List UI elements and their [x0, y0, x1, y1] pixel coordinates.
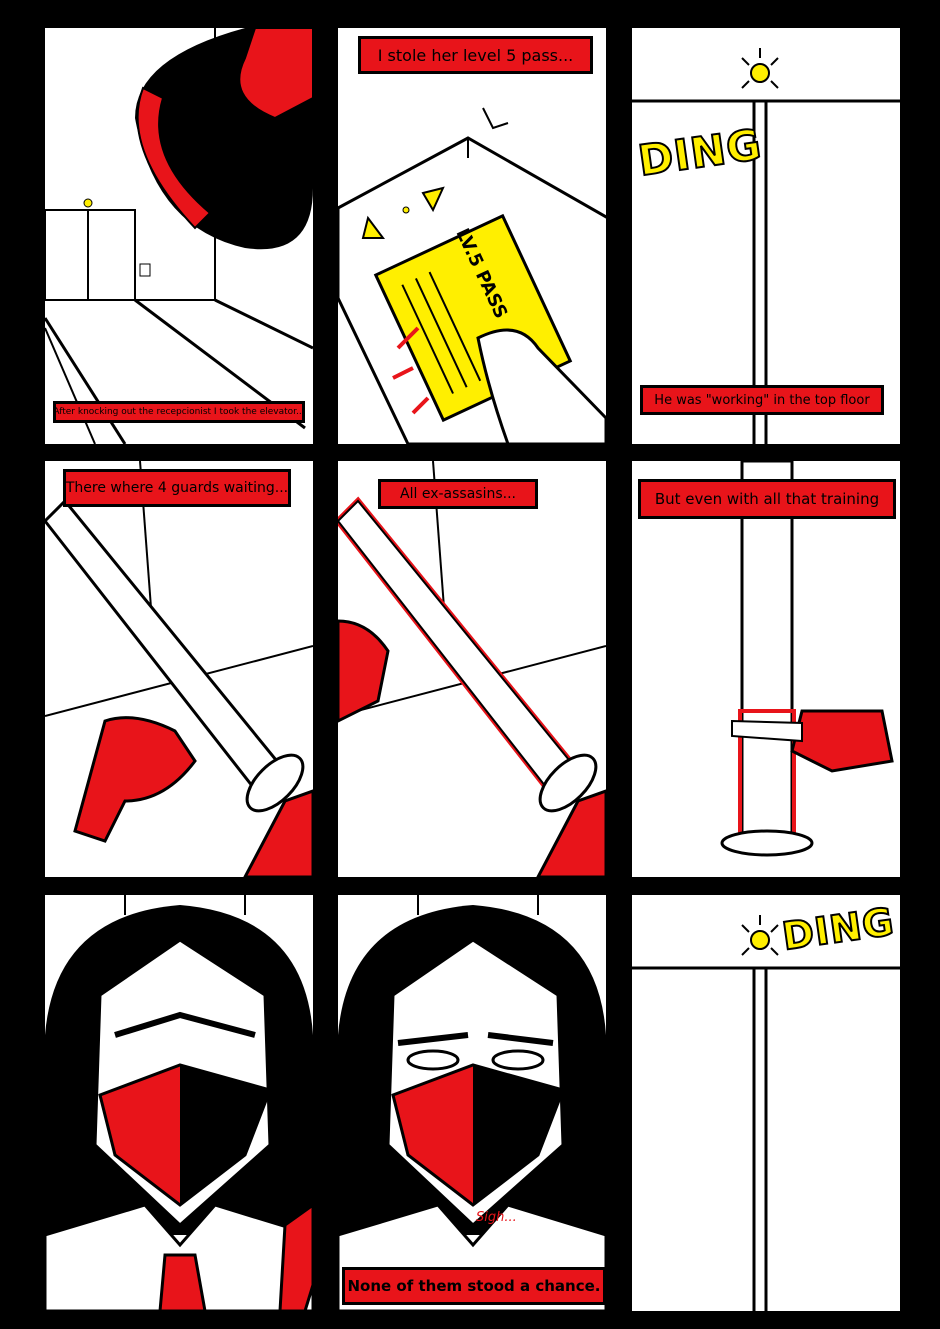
- sword-grab-illustration: [45, 461, 313, 877]
- caption-box: After knocking out the recepcionist I to…: [53, 401, 305, 423]
- caption-box: There where 4 guards waiting...: [63, 469, 291, 507]
- panel-4-guards-waiting: There where 4 guards waiting...: [45, 461, 313, 877]
- sword-catch-illustration: [720, 461, 894, 857]
- panel-7-masked-face: [45, 895, 313, 1311]
- panel-5-ex-assassins: All ex-assasins...: [338, 461, 606, 877]
- masked-character-illustration: [338, 895, 606, 1311]
- caption-box: None of them stood a chance.: [342, 1267, 606, 1305]
- panel-9-elevator-ding: DING: [632, 895, 900, 1311]
- caption-box: I stole her level 5 pass...: [358, 36, 593, 74]
- sword-grab-illustration: [338, 461, 606, 877]
- panel-2-level-pass: LV.5 PASS I stole her level 5 pass...: [338, 28, 606, 444]
- panel-1-elevator-hallway: After knocking out the recepcionist I to…: [45, 28, 313, 444]
- elevator-light-icon: [750, 930, 770, 950]
- keycard-illustration: [338, 107, 606, 444]
- elevator-light-icon: [750, 63, 770, 83]
- hallway-illustration: [45, 28, 313, 444]
- elevator-doors-illustration: [632, 48, 900, 444]
- caption-box: But even with all that training: [638, 479, 896, 519]
- sigh-sound-effect: Sigh...: [476, 1210, 517, 1225]
- caption-box: He was "working" in the top floor: [640, 385, 884, 415]
- masked-character-illustration: [45, 895, 313, 1311]
- panel-6-training: But even with all that training: [632, 461, 900, 877]
- panel-3-elevator-ding: DING He was "working" in the top floor: [632, 28, 900, 444]
- panel-8-masked-face-sigh: Sigh... None of them stood a chance.: [338, 895, 606, 1311]
- caption-box: All ex-assasins...: [378, 479, 538, 509]
- elevator-doors-illustration: [632, 915, 900, 1311]
